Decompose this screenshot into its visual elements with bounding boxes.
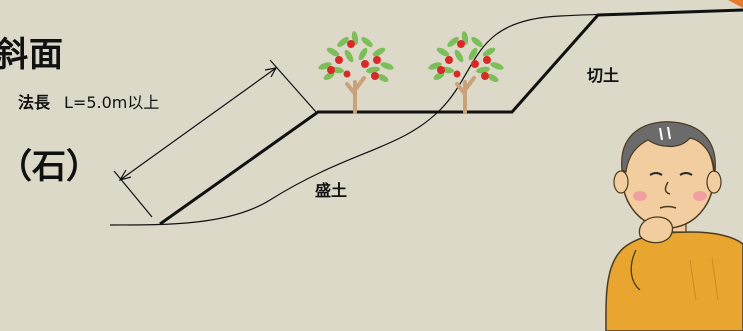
cut-soil-label: 切土 (587, 66, 620, 85)
title-partial: 斜面 (0, 35, 64, 75)
slope-length-value: L=5.0m以上 (64, 93, 160, 112)
apple-tree-icon (428, 31, 504, 114)
thinking-man-icon (605, 121, 743, 331)
fill-soil-label: 盛土 (315, 181, 348, 200)
slope-length-label: 法長 L=5.0m以上 (18, 95, 159, 111)
stone-label: （石） (0, 147, 100, 187)
finished-slope-profile (159, 8, 743, 226)
apple-tree-icon (318, 31, 394, 114)
slope-length-prefix: 法長 (18, 93, 51, 112)
slope-length-dimension (113, 59, 317, 218)
corner-accent (728, 0, 743, 8)
